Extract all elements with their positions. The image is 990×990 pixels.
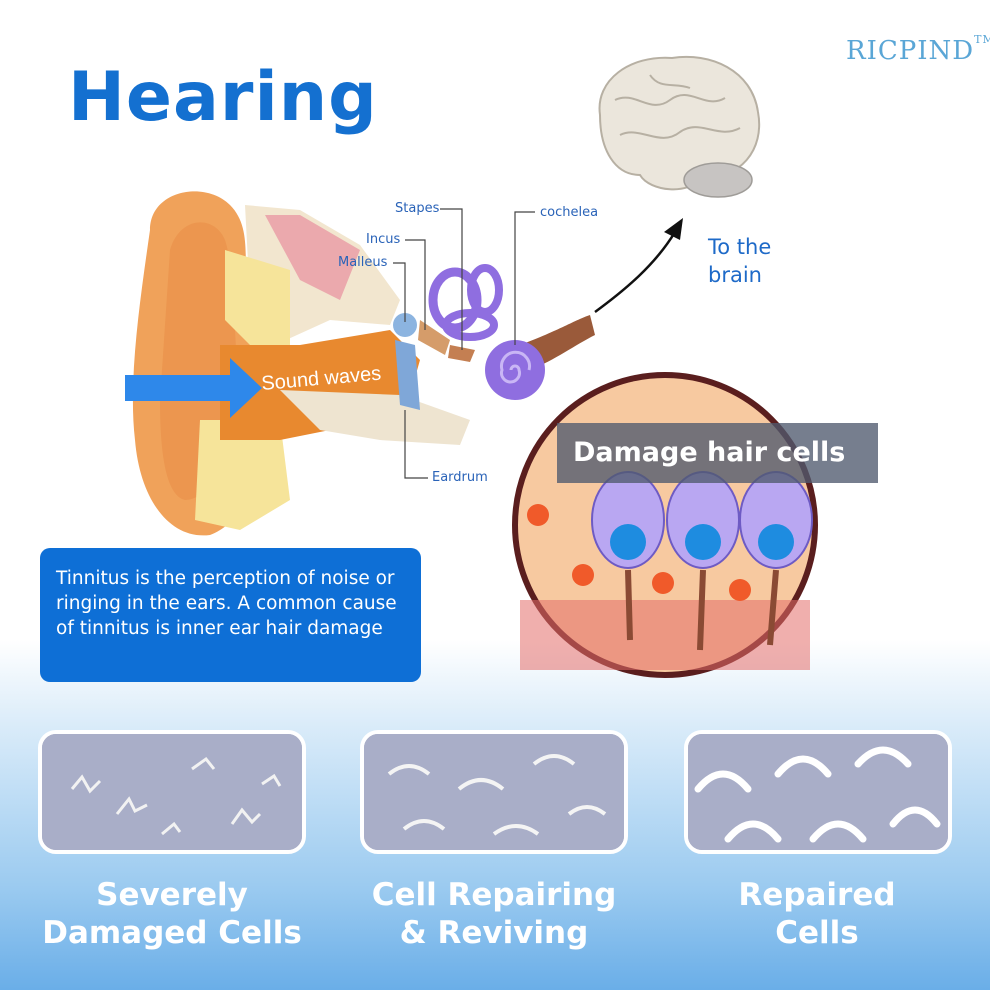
repairing-cell-mark [387,764,431,776]
to-the-brain-label: To the brain [708,233,771,289]
repairing-cell-mark [567,805,607,816]
repaired-cells-panel [684,730,952,854]
hair-cell-nucleus-2 [685,524,721,560]
caption-1-line2: Damaged Cells [42,915,302,951]
repaired-cell-mark [854,746,912,768]
stapes-shape [448,345,475,362]
cell-repairing-caption: Cell Repairing & Reviving [334,876,654,952]
cochlea-label: cochelea [540,205,599,220]
tinnitus-info-box: Tinnitus is the perception of noise or r… [40,548,421,682]
caption-1-line1: Severely [96,877,248,913]
malleus-shape [393,313,417,337]
repairing-cell-mark [457,778,505,791]
zoom-bottom-tissue [520,600,810,670]
logo-text: RICPIND [846,36,975,66]
damaged-cell-mark [115,796,148,815]
stapes-leader [440,208,463,350]
repaired-cell-mark [774,755,832,778]
panel-2-bg [364,734,624,850]
brain-folds [614,74,741,139]
cochlea-leader [514,211,535,345]
support-cell-1 [527,504,549,526]
incus-leader [405,239,426,330]
damaged-cell-mark [161,821,182,836]
cochlea-spiral [500,350,531,384]
cerebellum-shape [683,162,753,198]
damaged-cell-mark [70,774,102,794]
severely-damaged-cells-caption: Severely Damaged Cells [12,876,332,952]
damaged-cell-mark [191,756,216,771]
support-cell-3 [652,572,674,594]
severely-damaged-cells-panel [38,730,306,854]
semicircular-canal-1 [428,267,482,333]
eardrum-label: Eardrum [432,470,488,485]
brand-logo: RICPINDTM [846,33,990,66]
support-cell-2 [572,564,594,586]
cell-repairing-image [364,734,624,850]
eardrum-leader [404,410,428,479]
caption-3-line2: Cells [775,915,859,951]
malleus-label: Malleus [338,255,388,270]
cell-repairing-panel [360,730,628,854]
severely-damaged-cells-image [42,734,302,850]
malleus-leader [393,262,406,322]
repaired-cells-image [688,734,948,850]
hair-cell-nucleus-3 [758,524,794,560]
incus-label: Incus [366,232,401,247]
to-the-brain-line1: To the [708,235,772,259]
eardrum-shape [395,340,420,410]
cochlea-shape [485,340,545,400]
repaired-cell-mark [724,820,782,843]
damage-hair-cells-label: Damage hair cells [557,423,878,483]
to-brain-arrowhead [664,218,683,240]
fatty-tissue-top [225,250,290,345]
incus-shape [418,320,450,355]
semicircular-canal-3 [442,309,498,341]
support-cell-4 [729,579,751,601]
to-the-brain-line2: brain [708,263,762,287]
skin-strip [265,215,360,300]
hair-cells-group [527,471,813,651]
stapes-label: Stapes [395,201,440,216]
repairing-cell-mark [402,819,446,831]
panel-1-bg [42,734,302,850]
repaired-cell-mark [694,770,752,793]
hair-cell-nucleus-1 [610,524,646,560]
repaired-cell-mark [889,806,941,828]
nerve-fibers [625,569,779,651]
repaired-cell-mark [809,820,867,843]
to-brain-arrow [594,231,677,314]
skull-bone-bottom [280,390,470,445]
damaged-cell-mark [230,807,262,825]
trademark-mark: TM [974,33,990,47]
brain-shape [598,55,761,191]
page-title: Hearing [68,58,378,137]
caption-3-line1: Repaired [738,877,896,913]
repairing-cell-mark [532,754,576,766]
caption-2-line1: Cell Repairing [371,877,617,913]
damaged-cell-mark [261,773,282,787]
sound-wave-arrow [125,358,262,418]
caption-2-line2: & Reviving [399,915,589,951]
repaired-cells-caption: Repaired Cells [657,876,977,952]
repairing-cell-mark [492,824,540,836]
fatty-tissue-bottom [195,420,290,530]
